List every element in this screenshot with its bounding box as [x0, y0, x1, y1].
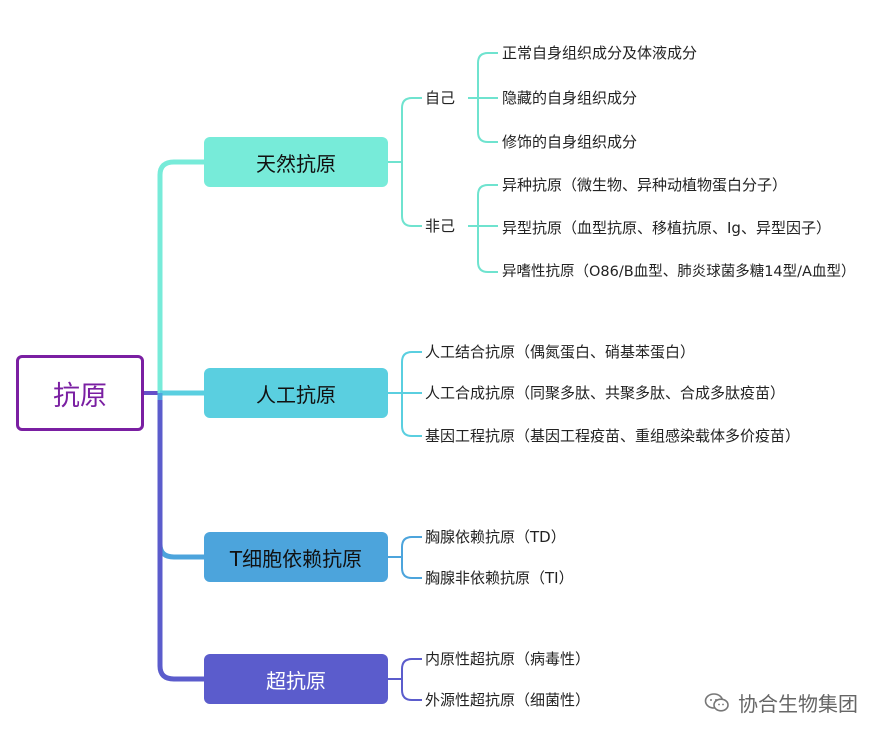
leaf-item: 正常自身组织成分及体液成分: [502, 44, 698, 62]
leaf-item: 内原性超抗原（病毒性）: [425, 650, 591, 668]
category-t-dependent-antigen: T细胞依赖抗原: [204, 532, 388, 582]
leaf-item: 异种抗原（微生物、异种动植物蛋白分子）: [502, 176, 788, 194]
leaf-item: 异嗜性抗原（O86/B血型、肺炎球菌多糖14型/A血型）: [502, 264, 856, 280]
leaf-item: 人工结合抗原（偶氮蛋白、硝基苯蛋白）: [425, 343, 696, 361]
leaf-item: 隐藏的自身组织成分: [502, 89, 638, 107]
category-natural-antigen: 天然抗原: [204, 137, 388, 187]
leaf-item: 人工合成抗原（同聚多肽、共聚多肽、合成多肽疫苗）: [425, 384, 786, 402]
watermark: 协合生物集团: [704, 688, 858, 717]
root-node: 抗原: [16, 355, 144, 431]
leaf-item: 修饰的自身组织成分: [502, 133, 638, 151]
category-label: 天然抗原: [256, 151, 336, 176]
category-label: 超抗原: [266, 668, 326, 693]
leaf-item: 基因工程抗原（基因工程疫苗、重组感染载体多价疫苗）: [425, 427, 801, 445]
leaf-item: 胸腺非依赖抗原（TI）: [425, 569, 574, 587]
category-label: T细胞依赖抗原: [229, 546, 363, 571]
leaf-item: 外源性超抗原（细菌性）: [425, 691, 591, 709]
category-superantigen: 超抗原: [204, 654, 388, 704]
leaf-item: 胸腺依赖抗原（TD）: [425, 528, 566, 546]
leaf-item: 异型抗原（血型抗原、移植抗原、Ig、异型因子）: [502, 219, 831, 237]
group-self: 自己: [425, 89, 456, 107]
wechat-icon: [704, 692, 729, 712]
watermark-text: 协合生物集团: [738, 692, 858, 716]
group-non-self: 非己: [425, 217, 456, 235]
category-label: 人工抗原: [256, 382, 336, 407]
category-artificial-antigen: 人工抗原: [204, 368, 388, 418]
root-label: 抗原: [53, 380, 107, 412]
